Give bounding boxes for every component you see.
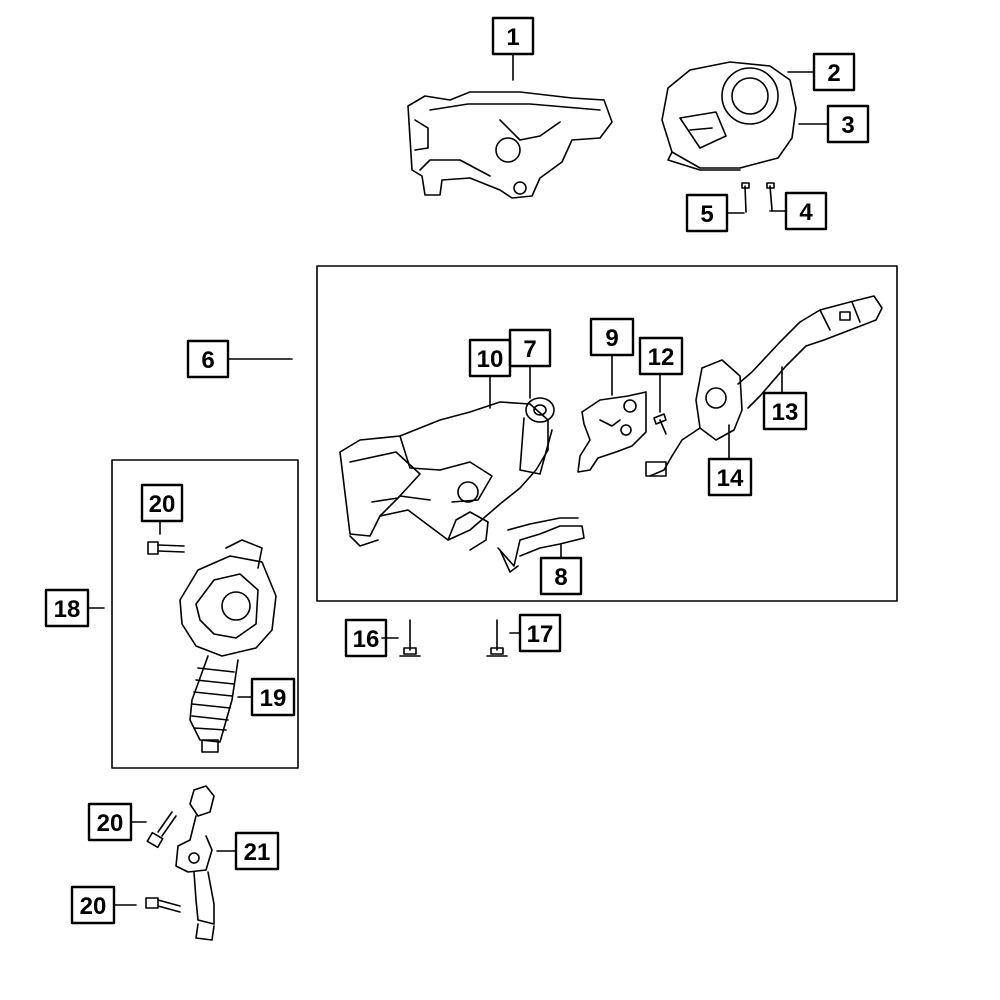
callout-14: 14 [717,465,744,492]
leader-lines [87,53,829,906]
screw-4-part [766,182,775,211]
callout-18: 18 [54,596,81,623]
callout-10: 10 [477,346,504,373]
callout-20-middle: 20 [97,810,124,837]
turn-signal-lever-part [737,295,883,409]
callout-20-lower: 20 [80,893,107,920]
callout-labels: 1 2 3 5 4 6 7 10 9 12 13 14 8 18 20 19 2… [54,24,855,920]
steering-column-housing-part [339,401,549,551]
clockspring-part [645,359,743,477]
callout-boxes [44,16,870,925]
callout-21: 21 [244,839,271,866]
callout-12: 12 [648,344,675,371]
lower-shaft-boot-part [179,539,277,753]
bolt-16-part [399,619,421,657]
callout-20-upper: 20 [149,491,176,518]
callout-8: 8 [554,564,567,591]
screw-5-part [741,182,750,213]
callout-13: 13 [772,399,799,426]
callout-9: 9 [605,325,618,352]
callout-19: 19 [260,685,287,712]
callout-2: 2 [827,60,840,87]
intermediate-shaft-part [175,785,215,941]
callout-7: 7 [523,336,536,363]
steering-column-shroud-part [661,61,797,171]
column-assembly-group-box [316,265,898,602]
callout-1: 1 [506,24,519,51]
callout-3: 3 [841,112,854,139]
callout-5: 5 [700,201,713,228]
bolt-20-upper-part [147,541,185,555]
bolt-17-part [486,619,508,657]
ignition-cylinder-part [519,397,555,475]
callout-16: 16 [353,626,380,653]
bolt-20-middle-part [146,811,177,849]
callout-17: 17 [527,621,554,648]
clamp-bracket-part [497,517,585,573]
callout-4: 4 [799,199,813,226]
bolt-20-lower-part [145,897,181,913]
column-cover-bracket-part [407,91,613,199]
intermediate-shaft-group-box [111,459,299,769]
screw-12-part [653,413,667,435]
callout-6: 6 [201,347,214,374]
multifunction-switch-part [577,391,647,473]
